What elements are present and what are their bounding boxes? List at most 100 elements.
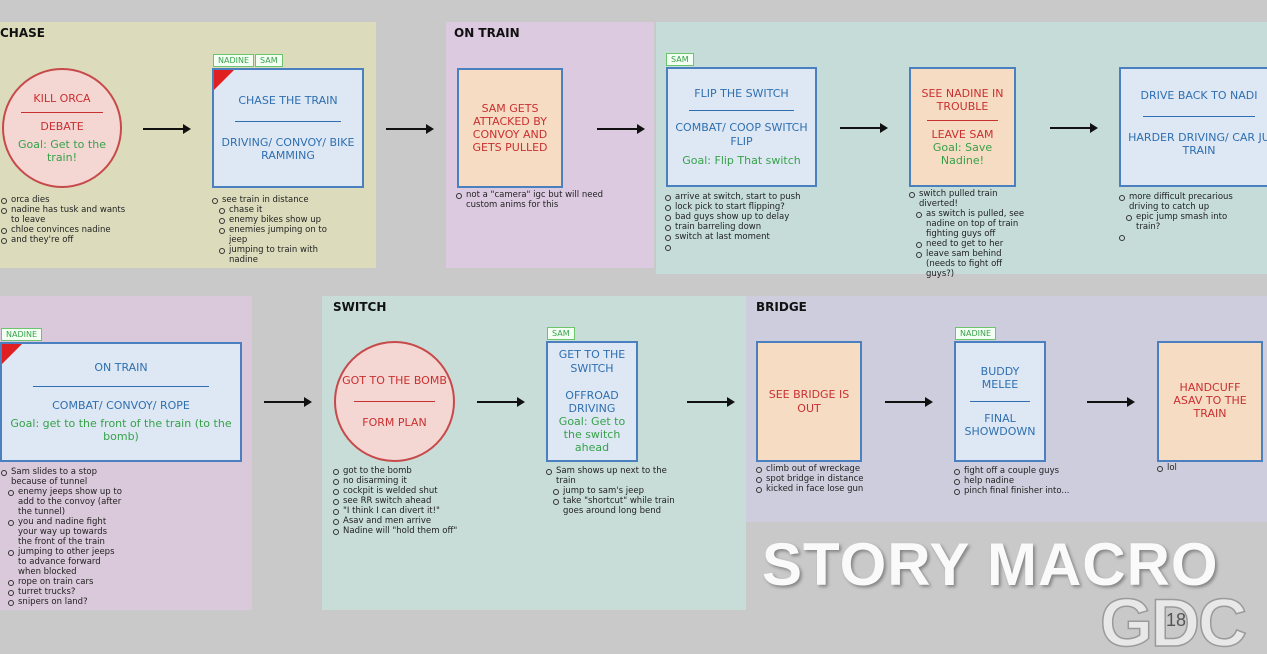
list-item: you and nadine fight your way up towards… xyxy=(0,517,122,547)
node-handcuff-title: HANDCUFF ASAV TO THE TRAIN xyxy=(1173,381,1247,421)
list-item: nadine has tusk and wants to leave xyxy=(0,205,130,225)
list-item: got to the bomb xyxy=(332,466,472,476)
flow-arrow xyxy=(477,397,525,407)
node-get-switch-goal: Goal: Get to the switch ahead xyxy=(558,415,626,455)
list-item: fight off a couple guys xyxy=(953,466,1093,476)
divider xyxy=(21,112,103,114)
divider xyxy=(688,110,795,112)
list-item xyxy=(664,242,804,252)
list-item: "I think I can divert it!" xyxy=(332,506,472,516)
divider xyxy=(927,119,998,121)
list-item: chase it xyxy=(211,205,331,215)
divider xyxy=(970,401,1030,402)
node-chase-train-sub: DRIVING/ CONVOY/ BIKE RAMMING xyxy=(221,135,355,163)
section-title-on-train: ON TRAIN xyxy=(454,26,520,40)
flow-arrow xyxy=(597,124,645,134)
node-got-bomb-title: GOT TO THE BOMB xyxy=(342,373,447,387)
list-item: need to get to her xyxy=(908,239,1026,249)
node-kill-orca-sub: DEBATE xyxy=(40,120,84,134)
list-item: enemies jumping on to jeep xyxy=(211,225,331,245)
notes-kill-orca: orca dies nadine has tusk and wants to l… xyxy=(0,195,130,245)
flow-arrow xyxy=(840,123,888,133)
list-item: as switch is pulled, see nadine on top o… xyxy=(908,209,1026,239)
node-see-bridge-title: SEE BRIDGE IS OUT xyxy=(768,388,850,415)
story-macro-banner: STORY MACRO xyxy=(762,531,1219,598)
node-drive-back-sub: HARDER DRIVING/ CAR JU TRAIN xyxy=(1128,131,1267,158)
list-item: train barreling down xyxy=(664,222,804,232)
node-chase-train: CHASE THE TRAIN DRIVING/ CONVOY/ BIKE RA… xyxy=(212,68,364,188)
gdc-logo-text: GDC xyxy=(1100,585,1246,654)
list-item: cockpit is welded shut xyxy=(332,486,472,496)
notes-sam-attacked: not a "camera" igc but will need custom … xyxy=(455,190,615,210)
tags-on-train-2: NADINE xyxy=(1,328,43,341)
list-item: epic jump smash into train? xyxy=(1118,212,1248,232)
list-item: switch pulled train diverted! xyxy=(908,189,1026,209)
node-on-train-2: ON TRAIN COMBAT/ CONVOY/ ROPE Goal: get … xyxy=(0,342,242,462)
flow-arrow xyxy=(687,397,735,407)
list-item: see RR switch ahead xyxy=(332,496,472,506)
node-see-nadine-sub: LEAVE SAM xyxy=(931,127,994,141)
node-chase-train-title: CHASE THE TRAIN xyxy=(238,93,338,107)
node-drive-back-title: DRIVE BACK TO NADI xyxy=(1140,89,1258,102)
list-item: arrive at switch, start to push xyxy=(664,192,804,202)
notes-drive-back: more difficult precarious driving to cat… xyxy=(1118,192,1248,242)
divider xyxy=(1142,116,1256,118)
list-item: no disarming it xyxy=(332,476,472,486)
divider xyxy=(32,386,210,388)
node-flip-switch-sub: COMBAT/ COOP SWITCH FLIP xyxy=(675,121,808,148)
node-on-train-2-title: ON TRAIN xyxy=(94,361,148,375)
node-get-switch: GET TO THE SWITCH OFFROAD DRIVING Goal: … xyxy=(546,341,638,462)
notes-got-bomb: got to the bomb no disarming it cockpit … xyxy=(332,466,472,536)
node-see-nadine-title: SEE NADINE IN TROUBLE xyxy=(921,86,1004,113)
node-drive-back: DRIVE BACK TO NADI HARDER DRIVING/ CAR J… xyxy=(1119,67,1267,187)
section-title-bridge: BRIDGE xyxy=(756,300,807,314)
list-item: switch at last moment xyxy=(664,232,804,242)
node-flip-switch: FLIP THE SWITCH COMBAT/ COOP SWITCH FLIP… xyxy=(666,67,817,187)
notes-buddy-melee: fight off a couple guys help nadine pinc… xyxy=(953,466,1093,496)
notes-on-train-2: Sam slides to a stop because of tunnel e… xyxy=(0,467,122,607)
list-item: help nadine xyxy=(953,476,1093,486)
list-item: climb out of wreckage xyxy=(755,464,895,474)
list-item: bad guys show up to delay xyxy=(664,212,804,222)
list-item: turret trucks? xyxy=(0,587,122,597)
notes-see-nadine: switch pulled train diverted! as switch … xyxy=(908,189,1026,279)
gdc-logo-icon: GDC 18 xyxy=(1100,584,1249,654)
flow-arrow xyxy=(1050,123,1098,133)
node-sam-attacked-title: SAM GETS ATTACKED BY CONVOY AND GETS PUL… xyxy=(472,101,548,155)
list-item: snipers on land? xyxy=(0,597,122,607)
flow-arrow xyxy=(885,397,933,407)
node-sam-attacked: SAM GETS ATTACKED BY CONVOY AND GETS PUL… xyxy=(457,68,563,188)
divider xyxy=(353,401,436,402)
flow-arrow xyxy=(143,124,191,134)
list-item: Sam slides to a stop because of tunnel xyxy=(0,467,122,487)
section-title-chase: CHASE xyxy=(0,26,45,40)
list-item: see train in distance xyxy=(211,195,331,205)
node-flip-switch-goal: Goal: Flip That switch xyxy=(682,153,801,167)
tags-buddy-melee: NADINE xyxy=(955,327,997,340)
list-item: lol xyxy=(1156,463,1216,473)
list-item: jump to sam's jeep xyxy=(545,486,675,496)
tag-nadine: NADINE xyxy=(1,328,43,341)
node-flip-switch-title: FLIP THE SWITCH xyxy=(694,87,789,101)
node-get-switch-sub: OFFROAD DRIVING xyxy=(565,388,619,415)
tag-sam: SAM xyxy=(547,327,575,340)
list-item: Nadine will "hold them off" xyxy=(332,526,472,536)
node-get-switch-title: GET TO THE SWITCH xyxy=(558,348,626,375)
node-see-bridge: SEE BRIDGE IS OUT xyxy=(756,341,862,462)
tag-sam: SAM xyxy=(255,54,283,67)
list-item: Sam shows up next to the train xyxy=(545,466,675,486)
flow-arrow xyxy=(1087,397,1135,407)
node-see-nadine-goal: Goal: Save Nadine! xyxy=(932,141,993,168)
node-got-bomb: GOT TO THE BOMB FORM PLAN xyxy=(334,341,455,462)
node-see-nadine: SEE NADINE IN TROUBLE LEAVE SAM Goal: Sa… xyxy=(909,67,1016,187)
list-item: take "shortcut" while train goes around … xyxy=(545,496,675,516)
node-got-bomb-sub: FORM PLAN xyxy=(362,416,427,429)
list-item: pinch final finisher into... xyxy=(953,486,1093,496)
node-on-train-2-sub: COMBAT/ CONVOY/ ROPE xyxy=(52,399,190,413)
list-item: chloe convinces nadine xyxy=(0,225,130,235)
node-kill-orca-title: KILL ORCA xyxy=(33,92,91,106)
tags-chase-train: NADINE SAM xyxy=(213,54,284,67)
node-buddy-melee-title: BUDDY MELEE xyxy=(980,364,1020,391)
node-on-train-2-goal: Goal: get to the front of the train (to … xyxy=(10,416,232,443)
node-buddy-melee: BUDDY MELEE FINAL SHOWDOWN xyxy=(954,341,1046,462)
